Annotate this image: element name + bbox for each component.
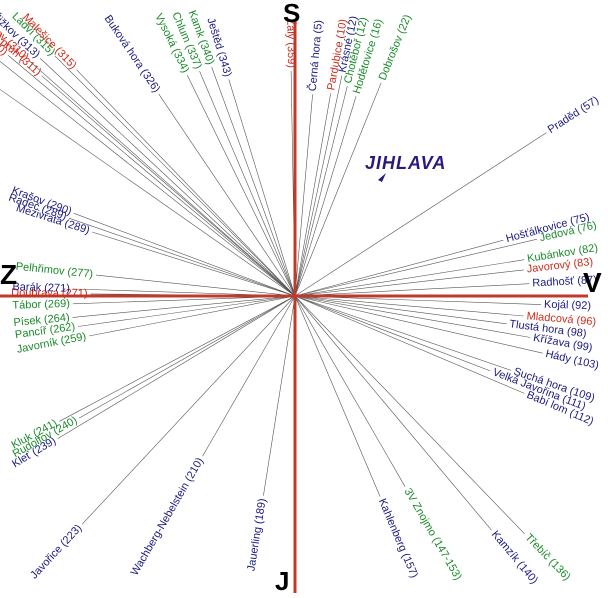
bearing-ray-krasov-290	[73, 213, 296, 297]
bearing-ray-trebic-136	[294, 295, 525, 535]
station-label-barak-271: Barák (271)	[12, 281, 70, 295]
bearing-ray-kubankov-82	[294, 259, 525, 297]
bearing-ray-javornik-259	[88, 295, 296, 337]
station-label-wachberg-nebelstein-210: Wachberg-Nebelstein (210)	[129, 456, 206, 578]
bearing-ray-zizkov-313	[39, 58, 296, 297]
station-label-praded-57: Praděd (57)	[546, 94, 601, 136]
bearing-ray-zeleny-pruh-311	[41, 75, 296, 297]
station-label-cerna-hora-5: Černá hora (5)	[306, 19, 325, 91]
bearing-ray-kluk-241	[59, 295, 296, 422]
station-label-kojal-92: Kojál (92)	[544, 299, 591, 313]
bearing-ray-malesice-315	[76, 69, 296, 297]
compass-axes	[0, 22, 588, 593]
bearing-ray-pisek-264	[72, 295, 296, 318]
bearing-ray-bukova-hora-326	[158, 93, 296, 297]
city-arrow-icon	[378, 173, 386, 182]
cardinal-west: Z	[0, 259, 17, 290]
bearing-ray-jauerling-189	[263, 295, 296, 496]
bearing-ray-pancir-262	[78, 295, 296, 327]
bearing-ray-ladvi-315	[54, 55, 296, 297]
bearing-ray-pelhrimov-277	[95, 274, 296, 297]
bearing-ray-javorice-223	[81, 295, 296, 525]
bearing-ray-kamk-340	[211, 66, 296, 297]
station-label-doubrava-271: Doubrava (271)	[11, 287, 88, 300]
bearing-ray-vysoka-334	[186, 74, 296, 297]
station-label-jauerling-189: Jauerling (189)	[245, 498, 268, 572]
bearing-ray-dobrosov-22	[294, 82, 382, 297]
bearing-ray-petrin-310	[8, 55, 296, 297]
bearing-ray-cerna-hora-5	[294, 94, 313, 297]
bearing-ray-jested-343	[228, 79, 296, 297]
station-label-bukova-hora-326: Buková hora (326)	[102, 13, 163, 95]
city-label: JIHLAVA	[365, 153, 446, 173]
bearing-ray-wachberg-nebelstein-210	[202, 295, 296, 457]
cardinal-east: V	[583, 267, 602, 298]
station-label-pisek-264: Písek (264)	[13, 312, 70, 329]
station-label-zaly-359: Žalý (359)	[284, 18, 298, 68]
bearing-ray-strahov-310	[29, 60, 296, 297]
cardinal-north: S	[283, 0, 300, 28]
city-marker: JIHLAVA	[365, 153, 446, 182]
station-label-tabor-269: Tábor (269)	[12, 298, 70, 312]
bearing-ray-praded-57	[294, 132, 547, 297]
bearing-ray-hostalkovice-75	[294, 239, 504, 297]
bearing-ray-jedova-76	[294, 238, 538, 297]
bearing-ray-hodetovice-16	[294, 96, 357, 297]
bearing-ray-straznik-305	[0, 89, 296, 297]
station-label-pelhrimov-277: Pelhřimov (277)	[15, 261, 93, 281]
bearing-ray-chotebor-12	[294, 86, 348, 297]
bearing-ray-mezivrata-289	[92, 231, 296, 297]
bearing-ray-krizava-99	[294, 295, 531, 338]
bearing-ray-radec-289	[68, 217, 296, 297]
bearing-ray-kahlenberg-157	[294, 295, 381, 497]
station-label-javorice-223: Javořice (223)	[28, 522, 84, 581]
bearing-ray-chlum-337	[199, 71, 296, 297]
bearing-ray-krasne-12	[294, 75, 343, 297]
bearing-ray-3v-znojmo-147-153	[294, 295, 406, 487]
bearing-rays	[0, 55, 547, 535]
bearing-ray-pardubice-10	[294, 93, 331, 297]
cardinal-south: J	[275, 566, 289, 593]
bearing-ray-hady-103	[294, 295, 543, 354]
bearing-ray-radhost-87	[294, 283, 530, 297]
bearing-ray-tlusta-hora-98	[294, 295, 507, 325]
bearing-ray-mladcova-96	[294, 295, 524, 317]
bearing-ray-velka-javorina-111	[294, 295, 491, 372]
bearing-ray-kozmice-310	[0, 61, 296, 297]
bearing-ray-sucha-hora-109	[294, 295, 512, 371]
bearing-ray-kamzik-140	[294, 295, 492, 531]
station-label-radhost-87: Radhošť (87)	[532, 274, 597, 289]
bearing-ray-klet-239	[57, 295, 296, 439]
bearing-ray-babi-lom-112	[294, 295, 525, 394]
bearing-ray-javorovy-83	[294, 269, 524, 297]
bearing-ray-rudolfov-240	[78, 295, 296, 419]
